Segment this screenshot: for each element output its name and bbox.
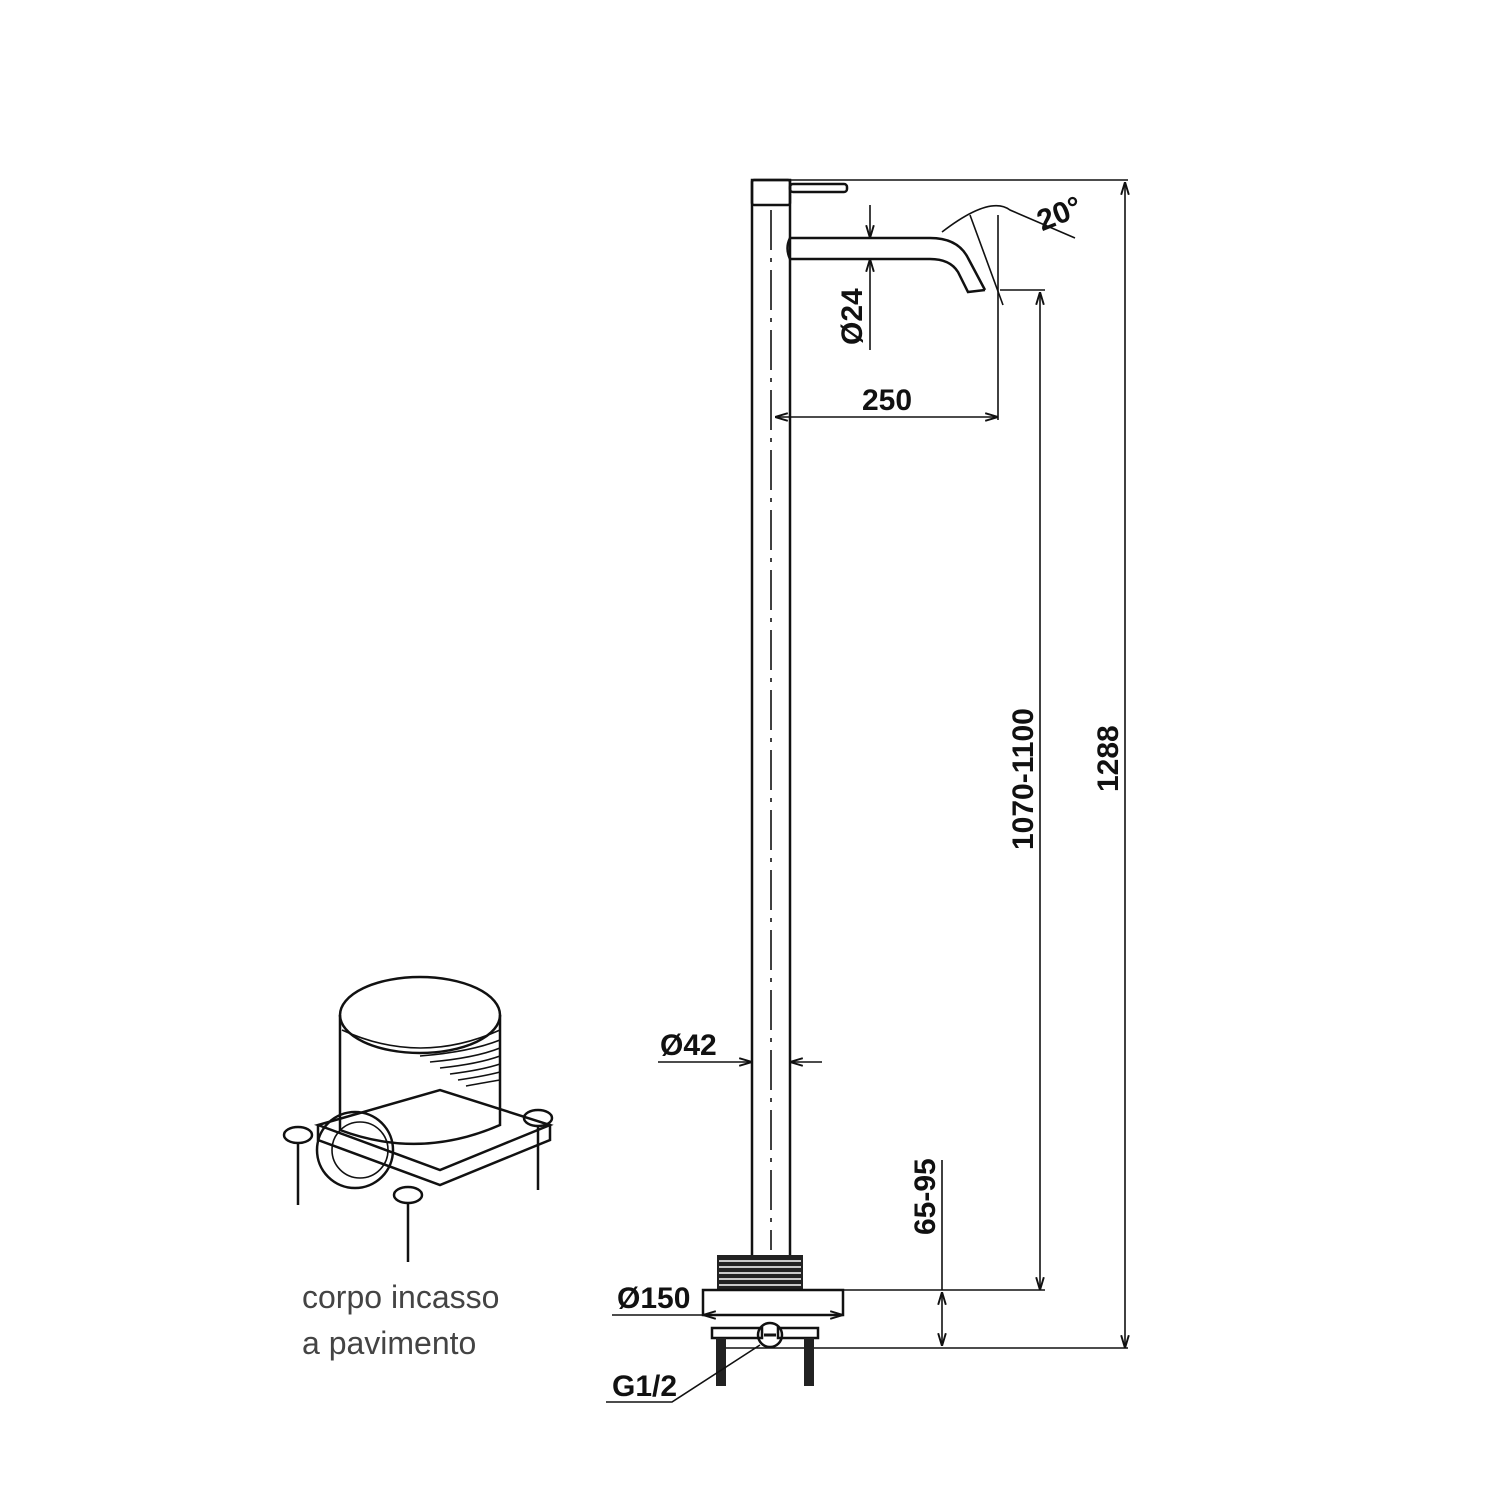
caption-line-1: corpo incasso xyxy=(302,1279,499,1315)
embed-depth-label: 65-95 xyxy=(909,1158,942,1235)
base-diameter-dimension: Ø150 xyxy=(612,1282,843,1315)
column-diameter-label: Ø42 xyxy=(660,1029,717,1062)
spout xyxy=(786,236,987,294)
faucet-column xyxy=(750,178,849,1260)
angle-label: 20° xyxy=(1032,190,1086,238)
total-height-label: 1288 xyxy=(1092,725,1125,792)
lever-handle xyxy=(788,182,849,194)
embed-depth-dimension: 65-95 xyxy=(909,1158,942,1346)
column-diameter-dimension: Ø42 xyxy=(658,1029,822,1062)
base-diameter-label: Ø150 xyxy=(617,1282,690,1315)
base-assembly xyxy=(701,1255,1128,1386)
spout-height-label: 1070-1100 xyxy=(1007,708,1040,850)
in-floor-body-illustration xyxy=(282,975,554,1262)
total-height-dimension: 1288 xyxy=(790,179,1128,1348)
angle-dimension: 20° xyxy=(941,190,1087,306)
spout-height-dimension: 1070-1100 xyxy=(1000,289,1045,1290)
spout-reach-label: 250 xyxy=(862,384,912,417)
spout-reach-dimension: 250 xyxy=(775,215,999,420)
spout-diameter-dimension: Ø24 xyxy=(836,205,870,350)
connection-callout: G1/2 xyxy=(606,1344,761,1403)
caption-line-2: a pavimento xyxy=(302,1325,476,1361)
connection-label: G1/2 xyxy=(612,1370,677,1403)
spout-diameter-label: Ø24 xyxy=(836,288,869,345)
